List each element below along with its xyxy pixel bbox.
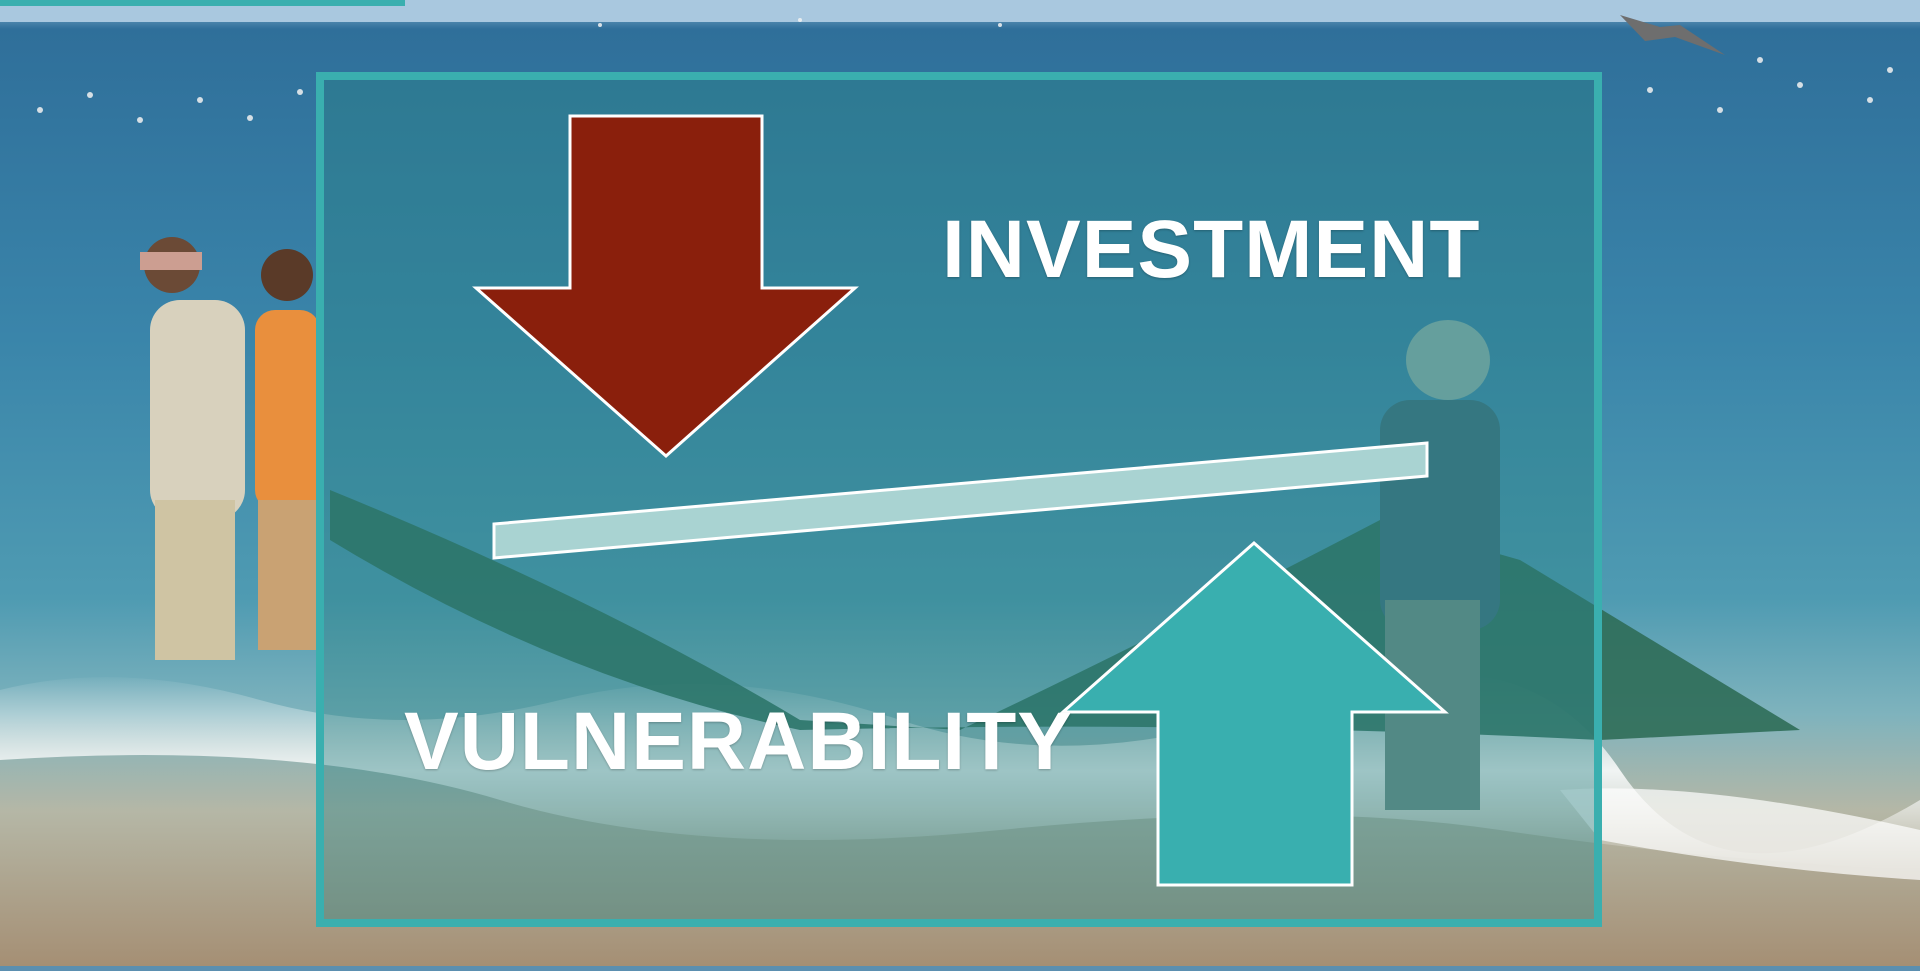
investment-label: INVESTMENT — [942, 204, 1481, 295]
arrow-down-icon — [472, 114, 859, 459]
arrow-up-icon — [1059, 540, 1449, 887]
accent-bar — [0, 0, 405, 6]
balance-beam — [492, 441, 1429, 560]
vulnerability-label: VULNERABILITY — [404, 696, 1073, 787]
